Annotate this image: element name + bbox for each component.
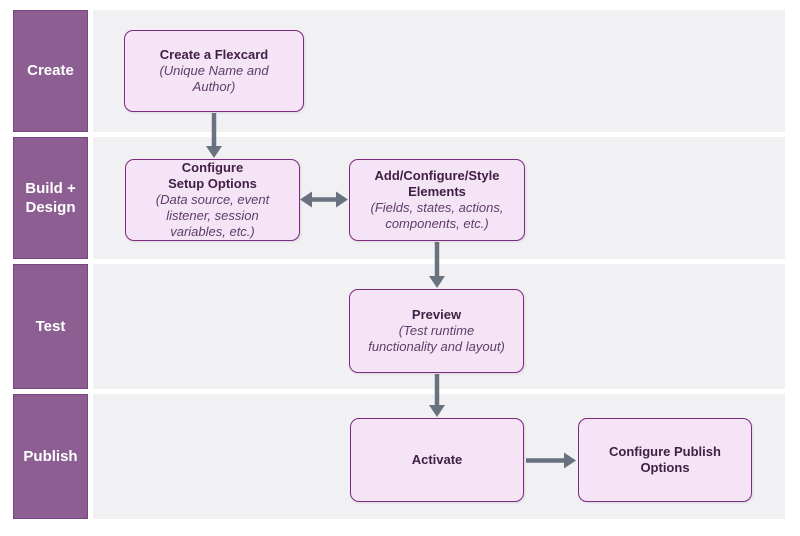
node-title: Add/Configure/Style Elements [374,168,500,200]
node-subtitle: (Fields, states, actions, components, et… [370,200,504,231]
node-title: Configure Publish Options [609,444,721,475]
node-title: Activate [411,452,463,468]
node-subtitle: (Unique Name and Author) [159,63,269,94]
node-subtitle: (Data source, event listener, session va… [155,192,270,239]
node-title: Create a Flexcard [159,47,269,63]
node-subtitle: (Test runtime functionality and layout) [368,323,505,354]
node-add-configure-style-elements: Add/Configure/Style Elements (Fields, st… [349,159,525,241]
node-configure-publish-options: Configure Publish Options [578,418,752,502]
node-title: Configure Setup Options [168,160,257,192]
node-configure-setup-options: Configure Setup Options (Data source, ev… [125,159,300,241]
lane-label-build-design: Build + Design [13,137,88,259]
node-preview: Preview (Test runtime functionality and … [349,289,524,373]
lane-label-test: Test [13,264,88,389]
node-activate: Activate [350,418,524,502]
node-create-a-flexcard: Create a Flexcard (Unique Name and Autho… [124,30,304,112]
lane-label-create: Create [13,10,88,132]
lane-label-publish: Publish [13,394,88,519]
node-title: Preview [411,307,462,323]
